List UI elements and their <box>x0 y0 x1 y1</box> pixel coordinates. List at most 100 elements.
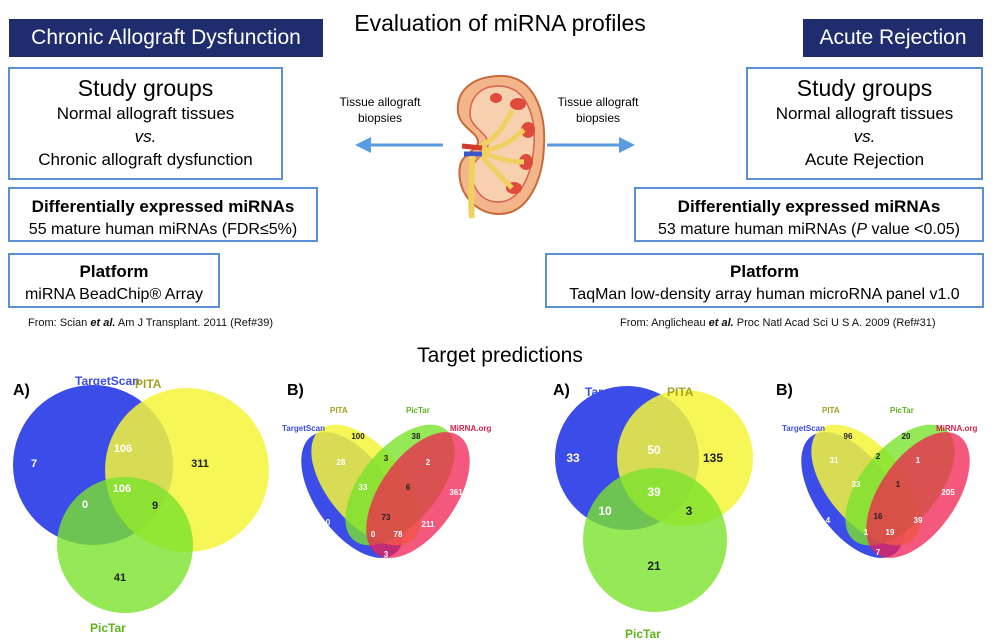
venn3-right: TargetScan PITA PicTar 33 50 135 10 39 3… <box>555 385 753 641</box>
arrow-right-label: Tissue allograft biopsies <box>557 95 639 125</box>
left-diff-title: Differentially expressed miRNAs <box>31 197 295 216</box>
left-source-suffix: Am J Transplant. 2011 (Ref#39) <box>115 317 273 329</box>
right-platform-title: Platform <box>730 262 799 281</box>
venn4-left: TargetScan PITA PicTar MiRNA.org 100 38 … <box>282 406 491 559</box>
venn4-left-val: 211 <box>422 520 435 529</box>
right-platform-text: TaqMan low-density array human microRNA … <box>569 286 960 303</box>
venn4-left-panel-label: B) <box>287 382 304 399</box>
venn4-left-val: 3 <box>384 454 389 463</box>
venn3-left-val-pic-only: 41 <box>114 572 126 584</box>
venn3-right-val-ts-pita: 50 <box>647 443 661 457</box>
venn3-left-label-targetscan: TargetScan <box>75 374 139 388</box>
venn4-right-val: 39 <box>914 516 923 525</box>
right-source-etal: et al. <box>708 317 734 329</box>
page-title: Evaluation of miRNA profiles <box>354 10 646 36</box>
venn4-left-val: 3 <box>384 550 389 559</box>
venn4-left-val: 4 <box>292 488 297 497</box>
left-source-etal: et al. <box>90 317 116 329</box>
venn3-left-val-all: 106 <box>113 483 131 495</box>
right-platform-box: Platform TaqMan low-density array human … <box>545 253 984 308</box>
venn4-right-label-pita: PITA <box>822 406 840 415</box>
venn4-left-val: 38 <box>412 432 421 441</box>
venn4-left-val: 0 <box>371 530 376 539</box>
venn4-right-val: 1 <box>896 480 901 489</box>
venn4-left-val: 28 <box>337 458 346 467</box>
left-study-title: Study groups <box>77 75 214 101</box>
left-study-groups-box: Study groups Normal allograft tissues vs… <box>8 67 283 180</box>
right-diff-title: Differentially expressed miRNAs <box>677 197 941 216</box>
right-study-line2: Acute Rejection <box>804 150 925 169</box>
venn3-right-val-pita-pic: 3 <box>686 504 693 518</box>
right-diff-text: 53 mature human miRNAs (P value <0.05) <box>636 218 982 241</box>
venn4-right-label-targetscan: TargetScan <box>782 424 825 433</box>
venn3-right-pictar-circle <box>583 468 727 612</box>
venn3-right-panel-label: A) <box>553 382 570 399</box>
venn3-right-val-all: 39 <box>647 485 661 499</box>
venn3-left-val-ts-pic: 0 <box>82 499 88 511</box>
venn4-right-val: 20 <box>902 432 911 441</box>
venn4-right-val: 16 <box>874 512 883 521</box>
left-diff-text: 55 mature human miRNAs (FDR≤5%) <box>28 221 298 238</box>
right-diff-box: Differentially expressed miRNAs 53 matur… <box>634 187 984 242</box>
kidney-icon <box>456 74 546 219</box>
venn3-right-val-ts-only: 33 <box>566 451 580 465</box>
venn4-right-val: 31 <box>830 456 839 465</box>
venn4-right-val: 2 <box>876 452 881 461</box>
left-platform-text: miRNA BeadChip® Array <box>24 286 204 303</box>
venn4-right-val: 96 <box>844 432 853 441</box>
left-platform-title: Platform <box>79 262 149 281</box>
right-study-line1: Normal allograft tissues <box>775 104 954 123</box>
right-diff-suffix: value <0.05) <box>867 221 960 238</box>
venn4-right-val: 4 <box>826 516 831 525</box>
venn4-left-val: 33 <box>359 483 368 492</box>
right-source-prefix: From: Anglicheau <box>620 317 709 329</box>
arrow-right-icon <box>547 137 635 153</box>
header-acute-rejection: Acute Rejection <box>803 19 983 57</box>
left-platform-box: Platform miRNA BeadChip® Array <box>8 253 220 308</box>
venn4-right-val: 7 <box>876 548 881 557</box>
venn4-left-label-targetscan: TargetScan <box>282 424 325 433</box>
venn3-right-val-pita-only: 135 <box>703 451 723 465</box>
venn3-right-label-pita: PITA <box>667 385 694 399</box>
left-diff-box: Differentially expressed miRNAs 55 matur… <box>8 187 318 242</box>
left-study-vs: vs. <box>134 127 157 146</box>
left-source-citation: From: Scian et al. Am J Transplant. 2011… <box>28 317 273 329</box>
venn4-right-val: 1 <box>916 456 921 465</box>
arrow-left-label: Tissue allograft biopsies <box>339 95 421 125</box>
venn3-left-val-ts-pita: 106 <box>114 443 132 455</box>
venn4-left-val: 73 <box>382 513 391 522</box>
venn3-left-label-pita: PITA <box>135 377 162 391</box>
right-source-citation: From: Anglicheau et al. Proc Natl Acad S… <box>620 317 936 329</box>
venn4-left-label-mirna: MiRNA.org <box>450 424 491 433</box>
venn3-right-label-pictar: PicTar <box>625 627 661 641</box>
venn3-left-panel-label: A) <box>13 382 30 399</box>
left-study-line1: Normal allograft tissues <box>56 104 235 123</box>
venn4-left-val: 6 <box>406 483 411 492</box>
left-study-line2: Chronic allograft dysfunction <box>38 150 253 169</box>
venn3-right-label-targetscan: TargetScan <box>585 385 649 399</box>
venn4-left-val: 100 <box>351 432 365 441</box>
header-chronic-allograft-dysfunction: Chronic Allograft Dysfunction <box>9 19 323 57</box>
venn3-left-val-pita-pic: 9 <box>152 500 158 512</box>
venn4-right-label-pictar: PicTar <box>890 406 914 415</box>
venn3-left-val-ts-only: 7 <box>31 458 37 470</box>
right-study-vs: vs. <box>853 127 876 146</box>
venn3-right-val-pic-only: 21 <box>647 559 661 573</box>
venn4-left-label-pita: PITA <box>330 406 348 415</box>
venn4-right-panel-label: B) <box>776 382 793 399</box>
venn4-right-val: 205 <box>941 488 955 497</box>
left-source-prefix: From: Scian <box>28 317 91 329</box>
venn4-left-val: 2 <box>426 458 431 467</box>
venn3-left-label-pictar: PicTar <box>90 621 126 635</box>
venn3-right-val-ts-pic: 10 <box>598 504 612 518</box>
right-diff-p: P <box>856 221 867 238</box>
venn4-left-val: 78 <box>394 530 403 539</box>
venn3-left-val-pita-only: 311 <box>191 458 209 470</box>
right-source-suffix: Proc Natl Acad Sci U S A. 2009 (Ref#31) <box>733 317 936 329</box>
right-diff-prefix: 53 mature human miRNAs ( <box>658 221 857 238</box>
venn4-right-val: 19 <box>886 528 895 537</box>
venn4-right-val: 33 <box>852 480 861 489</box>
target-predictions-title: Target predictions <box>417 344 583 367</box>
venn4-left-label-pictar: PicTar <box>406 406 430 415</box>
venn3-left: TargetScan PITA PicTar 7 106 311 0 106 9… <box>13 374 269 635</box>
